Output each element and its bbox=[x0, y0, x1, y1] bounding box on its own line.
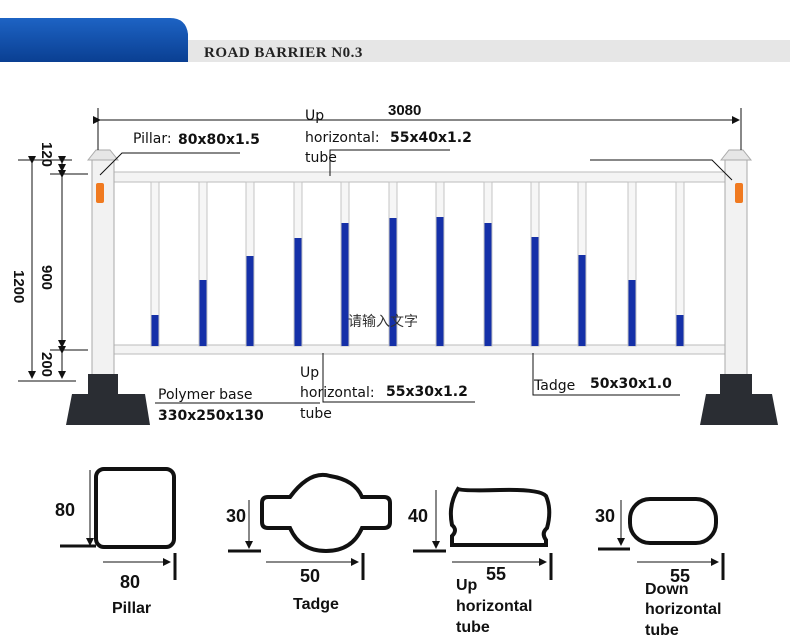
placeholder-text: 请输入文字 bbox=[348, 314, 418, 330]
label: horizontal bbox=[645, 601, 721, 618]
base-callout: Polymer base 330x250x130 bbox=[158, 387, 264, 424]
baluster-blue-stripe bbox=[199, 280, 207, 346]
label: Up bbox=[300, 365, 319, 381]
baluster-blue-stripe bbox=[676, 315, 684, 346]
down-tube-callout: Up horizontal: 55x30x1.2 tube bbox=[300, 365, 468, 422]
label: 30 bbox=[226, 506, 246, 526]
section-pillar: 80 80 Pillar bbox=[55, 467, 177, 617]
label: tube bbox=[456, 619, 490, 636]
section-tadge: 30 50 Tadge bbox=[226, 473, 392, 613]
barrier-illustration: 请输入文字 bbox=[66, 149, 778, 425]
label: 330x250x130 bbox=[158, 408, 264, 424]
dimension-lines bbox=[18, 108, 742, 404]
baluster-blue-stripe bbox=[389, 218, 397, 346]
label: 30 bbox=[595, 506, 615, 526]
top-segment-label: 120 bbox=[38, 142, 55, 167]
middle-segment-label: 900 bbox=[38, 265, 55, 290]
header-banner: ROAD BARRIER N0.3 bbox=[0, 18, 790, 62]
total-height-label: 1200 bbox=[10, 270, 27, 303]
right-pillar bbox=[700, 149, 778, 425]
balusters bbox=[150, 181, 685, 347]
label: horizontal: bbox=[305, 130, 380, 146]
top-rail bbox=[109, 171, 731, 183]
baluster-blue-stripe bbox=[341, 223, 349, 346]
baluster-blue-stripe bbox=[578, 255, 586, 346]
label: horizontal bbox=[456, 598, 532, 615]
label: 80x80x1.5 bbox=[178, 132, 260, 148]
section-down-tube: 30 55 Down horizontal tube bbox=[595, 497, 725, 639]
label: tube bbox=[305, 150, 337, 166]
label: tube bbox=[645, 622, 679, 639]
down-tube-profile bbox=[628, 497, 718, 545]
label: Tadge bbox=[293, 596, 339, 613]
pillar-profile bbox=[94, 467, 176, 549]
label: 40 bbox=[408, 506, 428, 526]
reflector bbox=[96, 183, 104, 203]
baluster-blue-stripe bbox=[246, 256, 254, 346]
label: 55x30x1.2 bbox=[386, 384, 468, 400]
baluster-blue-stripe bbox=[531, 237, 539, 346]
polymer-base bbox=[700, 374, 778, 425]
up-tube-callout: Up horizontal: 55x40x1.2 tube bbox=[305, 108, 472, 166]
label: 50x30x1.0 bbox=[590, 376, 672, 392]
header-title: ROAD BARRIER N0.3 bbox=[204, 45, 363, 61]
tadge-profile bbox=[260, 473, 392, 554]
label: tube bbox=[300, 406, 332, 422]
baluster-blue-stripe bbox=[436, 217, 444, 346]
baluster-blue-stripe bbox=[628, 280, 636, 346]
label: Tadge bbox=[533, 378, 575, 394]
reflector bbox=[735, 183, 743, 203]
tadge-callout: Tadge 50x30x1.0 bbox=[533, 376, 672, 394]
label: 80 bbox=[55, 500, 75, 520]
label: 55 bbox=[670, 566, 690, 586]
label: Up bbox=[456, 577, 478, 594]
label: Up bbox=[305, 108, 324, 124]
header-blue-tab bbox=[0, 18, 188, 62]
label: horizontal: bbox=[300, 385, 375, 401]
baluster-blue-stripe bbox=[294, 238, 302, 346]
section-up-tube: 40 55 Up horizontal tube bbox=[408, 486, 553, 636]
baluster-blue-stripe bbox=[151, 315, 159, 346]
label: 55x40x1.2 bbox=[390, 130, 472, 146]
label: Pillar: bbox=[133, 131, 172, 147]
label: Polymer base bbox=[158, 387, 253, 403]
left-pillar bbox=[66, 149, 150, 425]
bottom-segment-label: 200 bbox=[38, 352, 55, 377]
polymer-base bbox=[66, 374, 150, 425]
label: Down bbox=[645, 581, 689, 598]
baluster-blue-stripe bbox=[484, 223, 492, 346]
label: 55 bbox=[486, 564, 506, 584]
label: Pillar bbox=[112, 600, 151, 617]
pillar-callout: Pillar: 80x80x1.5 bbox=[133, 131, 260, 148]
label: 50 bbox=[300, 566, 320, 586]
total-width-label: 3080 bbox=[388, 102, 421, 119]
label: 80 bbox=[120, 572, 140, 592]
up-tube-profile bbox=[448, 486, 552, 547]
